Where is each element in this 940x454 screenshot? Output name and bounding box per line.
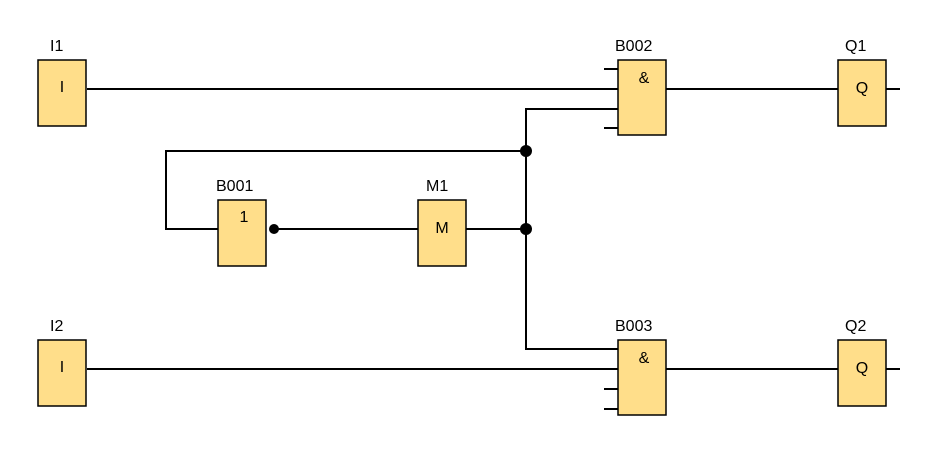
wires bbox=[87, 68, 900, 410]
block-q1-label: Q1 bbox=[845, 38, 866, 55]
block-i1-box[interactable] bbox=[37, 59, 87, 127]
junction-dot-upper bbox=[520, 145, 532, 157]
block-i1[interactable]: I1 I bbox=[37, 38, 87, 127]
block-i2-symbol: I bbox=[60, 359, 64, 376]
block-q1-symbol: Q bbox=[856, 80, 868, 97]
block-i1-label: I1 bbox=[50, 38, 63, 55]
wire-feedback-to-b001 bbox=[165, 150, 526, 230]
block-m1-symbol: M bbox=[435, 220, 448, 237]
wire-m1-to-b003 bbox=[525, 229, 618, 350]
block-b001[interactable]: B001 1 bbox=[216, 178, 267, 267]
block-i1-symbol: I bbox=[60, 79, 64, 96]
block-b001-symbol: 1 bbox=[240, 209, 249, 226]
block-q2-label: Q2 bbox=[845, 318, 866, 335]
junctions bbox=[269, 145, 532, 235]
b001-negation-dot bbox=[269, 224, 279, 234]
block-b003-box[interactable] bbox=[617, 339, 667, 416]
block-q1-box[interactable] bbox=[837, 59, 887, 127]
block-m1[interactable]: M1 M bbox=[417, 178, 467, 267]
block-i2[interactable]: I2 I bbox=[37, 318, 87, 407]
block-b002-label: B002 bbox=[615, 38, 652, 55]
block-b003-symbol: & bbox=[639, 350, 650, 367]
block-q2-box[interactable] bbox=[837, 339, 887, 407]
block-b002[interactable]: B002 & bbox=[615, 38, 667, 136]
block-b003[interactable]: B003 & bbox=[615, 318, 667, 416]
block-q2-symbol: Q bbox=[856, 360, 868, 377]
block-i2-label: I2 bbox=[50, 318, 63, 335]
block-q2[interactable]: Q2 Q bbox=[837, 318, 887, 407]
junction-dot-lower bbox=[520, 223, 532, 235]
block-m1-label: M1 bbox=[426, 178, 448, 195]
block-b001-label: B001 bbox=[216, 178, 253, 195]
block-m1-box[interactable] bbox=[417, 199, 467, 267]
block-q1[interactable]: Q1 Q bbox=[837, 38, 887, 127]
block-b002-box[interactable] bbox=[617, 59, 667, 136]
block-i2-box[interactable] bbox=[37, 339, 87, 407]
block-b003-label: B003 bbox=[615, 318, 652, 335]
block-b001-box[interactable] bbox=[217, 199, 267, 267]
block-b002-symbol: & bbox=[639, 70, 650, 87]
wire-m1-to-b002 bbox=[525, 108, 618, 229]
